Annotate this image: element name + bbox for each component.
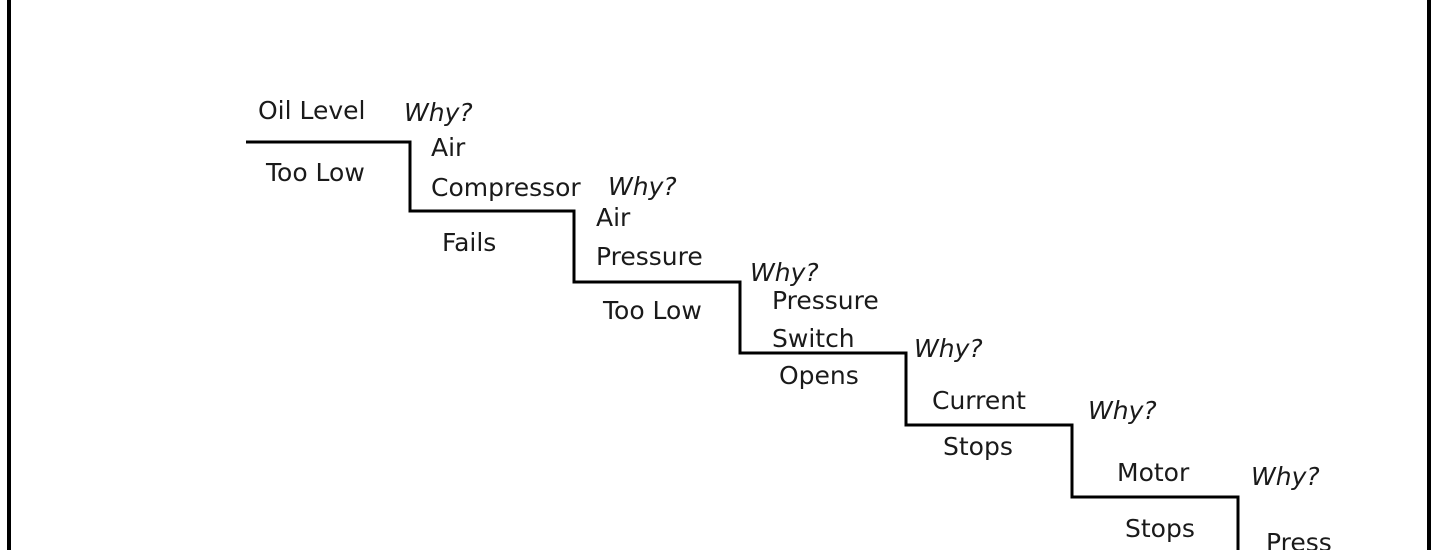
- step-6-below-1: Stops: [1125, 514, 1195, 543]
- step-5-below-1: Stops: [943, 432, 1013, 461]
- step-3-why-label: Why?: [750, 258, 819, 287]
- step-1-below-1: Too Low: [266, 158, 365, 187]
- step-2-above-2: Compressor: [431, 173, 581, 202]
- step-5-above-1: Current: [932, 386, 1026, 415]
- step-3-below-1: Too Low: [603, 296, 702, 325]
- step-4-below-1: Opens: [779, 361, 859, 390]
- step-2-why-label: Why?: [608, 172, 677, 201]
- frame-border: [7, 0, 1431, 550]
- step-1-above-1: Oil Level: [258, 96, 366, 125]
- step-2-below-1: Fails: [442, 228, 497, 257]
- staircase-line: [246, 140, 1240, 550]
- step-6-above-1: Motor: [1117, 458, 1190, 487]
- step-1-why-label: Why?: [404, 98, 473, 127]
- step-3-above-1: Air: [596, 203, 631, 232]
- step-2-above-1: Air: [431, 133, 466, 162]
- step-4-above-1: Pressure: [772, 286, 879, 315]
- step-7-above-1: Press: [1266, 528, 1332, 550]
- step-4-above-2: Switch: [772, 324, 855, 353]
- step-6-why-label: Why?: [1251, 462, 1320, 491]
- step-5-why-label: Why?: [1088, 396, 1157, 425]
- step-4-why-label: Why?: [914, 334, 983, 363]
- step-3-above-2: Pressure: [596, 242, 703, 271]
